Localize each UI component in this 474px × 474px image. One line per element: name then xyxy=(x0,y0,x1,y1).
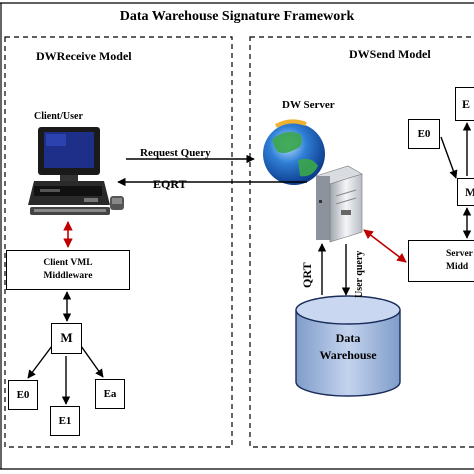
m-node-left: M xyxy=(51,323,82,354)
client-computer-icon xyxy=(28,127,124,215)
client-vml-line2: Middleware xyxy=(43,271,93,281)
m-ea-link xyxy=(80,345,104,378)
receive-model-region xyxy=(4,36,233,448)
user-query-label: User query xyxy=(354,250,365,298)
eqrt-label: EQRT xyxy=(153,177,187,191)
dw-server-label: DW Server xyxy=(282,99,335,111)
data-warehouse-line2: Warehouse xyxy=(319,348,377,362)
server-middleware-box: Server Midd xyxy=(408,240,474,282)
receive-model-label: DWReceive Model xyxy=(36,49,132,63)
server-tower-icon xyxy=(315,165,363,243)
server-middleware-line2: Midd xyxy=(446,262,469,272)
send-model-label: DWSend Model xyxy=(349,47,431,61)
client-vml-line1: Client VML xyxy=(43,258,93,268)
e0-node-right: E0 xyxy=(408,119,440,149)
m-e0-right-link xyxy=(440,136,458,179)
e1-node-left: E1 xyxy=(50,406,80,436)
client-user-label: Client/User xyxy=(34,111,83,122)
client-vml-middleware-box: Client VML Middleware xyxy=(6,250,130,290)
send-model-region xyxy=(249,36,474,448)
data-warehouse-line1: Data xyxy=(335,331,361,345)
globe-icon xyxy=(263,119,325,185)
qrt-label: QRT xyxy=(300,262,314,288)
ea-node-left: Ea xyxy=(95,379,125,409)
request-query-label: Request Query xyxy=(140,147,211,159)
m-e0-link xyxy=(27,345,53,379)
data-warehouse-label: Data Warehouse xyxy=(296,330,400,364)
e-node-right-top: E xyxy=(455,87,474,121)
e0-node-left: E0 xyxy=(8,380,38,410)
diagram-title: Data Warehouse Signature Framework xyxy=(119,9,355,24)
server-middleware-link xyxy=(363,229,407,263)
data-warehouse-cylinder xyxy=(295,295,401,397)
server-middleware-line1: Server xyxy=(446,249,473,259)
m-node-right: M xyxy=(457,178,474,206)
